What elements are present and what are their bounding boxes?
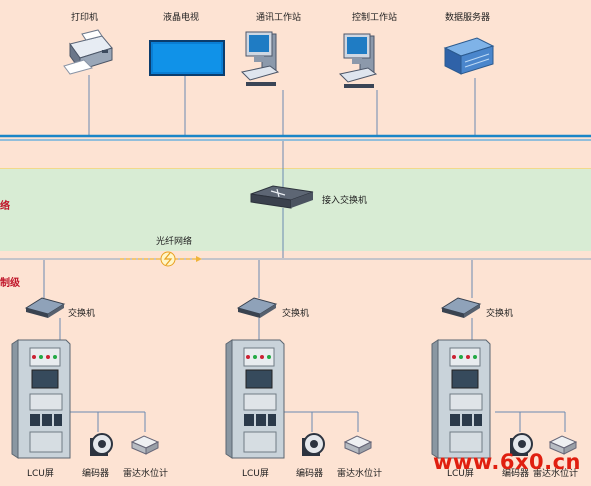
switch-icon (236, 297, 278, 318)
network-layer-band (0, 168, 591, 252)
radar-level-meter-icon (343, 435, 373, 455)
server-icon (443, 37, 495, 75)
encoder-label: 编码器 (82, 469, 110, 479)
printer-label: 打印机 (71, 13, 99, 23)
radar-level-meter-icon (130, 435, 160, 455)
radar-level-meter-label: 雷达水位计 (123, 469, 169, 479)
lcu-cabinet-icon (431, 339, 491, 459)
printer-icon (63, 29, 113, 75)
access-switch-icon (250, 185, 314, 209)
radar-level-meter-icon (548, 435, 578, 455)
radar-level-meter-label: 雷达水位计 (533, 469, 579, 479)
control-layer-label: 制级 (0, 278, 20, 289)
encoder-label: 编码器 (296, 469, 324, 479)
switch-icon (24, 297, 66, 318)
workstation-icon (240, 31, 280, 86)
lcu-cabinet-label: LCU屏 (242, 469, 269, 479)
lcd-tv-label: 液晶电视 (163, 13, 200, 23)
fiber-network-label: 光纤网络 (156, 237, 193, 247)
radar-level-meter-label: 雷达水位计 (337, 469, 383, 479)
comm-workstation-label: 通讯工作站 (256, 13, 302, 23)
encoder-icon (90, 433, 113, 456)
network-layer-label: 络 (0, 201, 10, 212)
management-layer-band (0, 0, 591, 140)
encoder-icon (302, 433, 325, 456)
data-server-label: 数据服务器 (445, 13, 491, 23)
switch-icon (440, 297, 482, 318)
lcd-tv-icon (149, 40, 225, 76)
lcu-cabinet-icon (225, 339, 285, 459)
lcu-cabinet-label: LCU屏 (447, 469, 474, 479)
lcu-cabinet-icon (11, 339, 71, 459)
lcu-cabinet-label: LCU屏 (27, 469, 54, 479)
switch-label: 交换机 (68, 309, 96, 319)
access-switch-label: 接入交换机 (322, 196, 368, 206)
encoder-icon (510, 433, 533, 456)
switch-label: 交换机 (282, 309, 310, 319)
encoder-label: 编码器 (502, 469, 530, 479)
workstation-icon (338, 33, 378, 88)
switch-label: 交换机 (486, 309, 514, 319)
watermark: www.6x0.cn (433, 450, 581, 474)
control-workstation-label: 控制工作站 (352, 13, 398, 23)
